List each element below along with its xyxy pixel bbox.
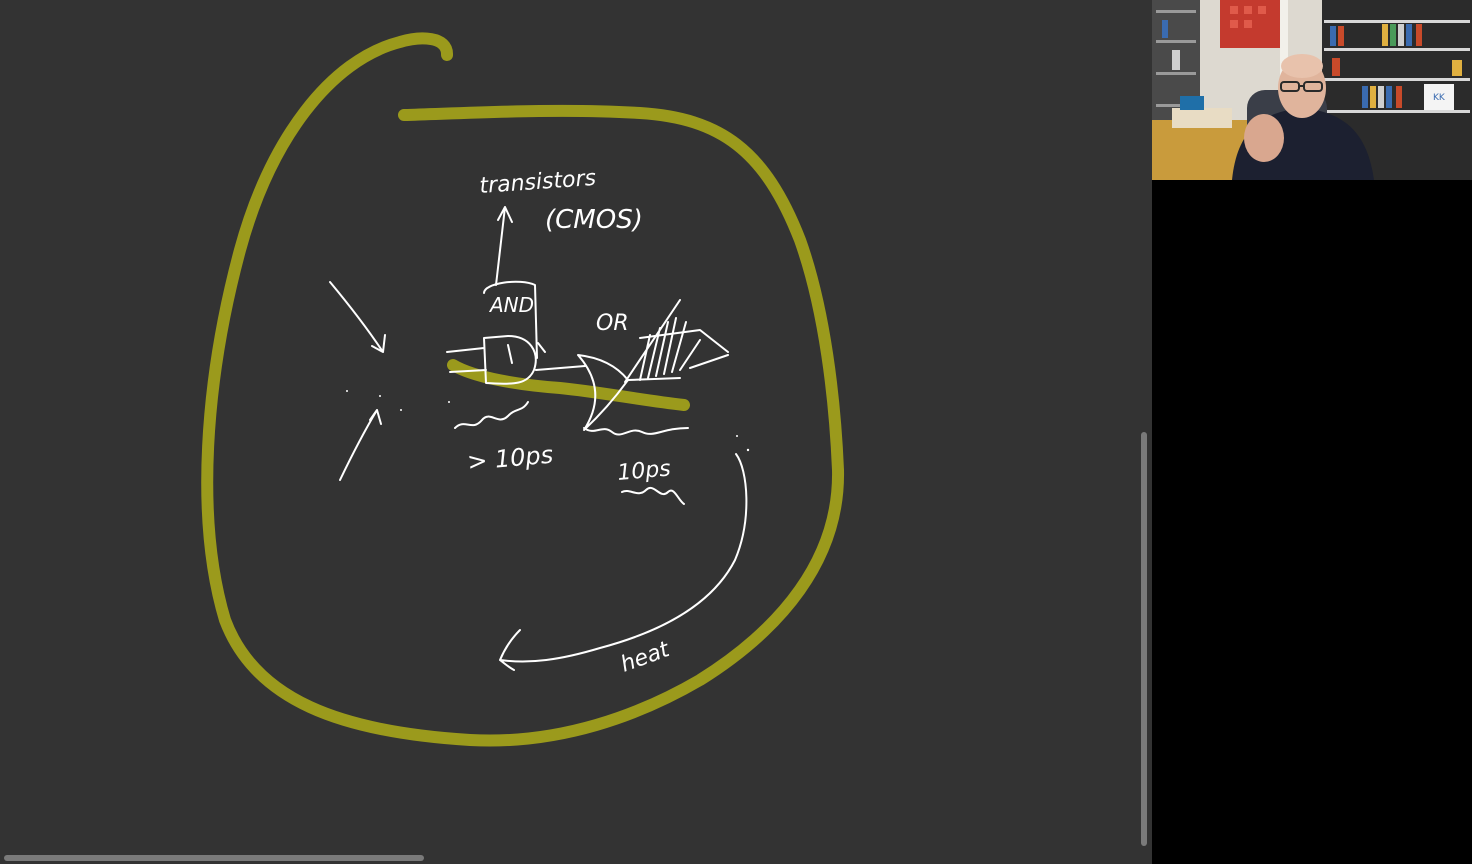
whiteboard-canvas[interactable]: transistors (CMOS) AND OR > 10ps 10ps	[0, 0, 1152, 864]
and-label-box	[483, 280, 538, 359]
and-delay-squiggle	[454, 401, 529, 429]
yellow-highlight-stroke	[447, 359, 690, 411]
heat-arrow-curve	[499, 453, 748, 671]
heat-label: heat	[618, 637, 674, 678]
participant-panel: KK	[1152, 0, 1472, 864]
ink-dot	[736, 435, 738, 437]
and-label: AND	[488, 293, 534, 317]
cmos-label: (CMOS)	[545, 205, 643, 235]
yellow-loop-stroke	[201, 32, 845, 747]
delay-underline-squiggle	[621, 487, 685, 505]
participant-video-tile[interactable]: KK	[1152, 0, 1472, 180]
hatched-signal-mark	[624, 299, 729, 383]
and-delay-label: > 10ps	[466, 441, 554, 476]
arrow-down-left	[329, 281, 386, 353]
horizontal-scrollbar[interactable]	[4, 855, 424, 861]
ink-dot	[448, 401, 450, 403]
or-label: OR	[596, 311, 629, 336]
person-video-feed-icon: KK	[1152, 0, 1472, 180]
or-delay-label: 10ps	[616, 456, 671, 486]
ink-dot	[400, 409, 402, 411]
ink-dot	[379, 395, 381, 397]
arrow-to-transistors	[495, 206, 513, 286]
ink-dot	[746, 448, 750, 452]
whiteboard-drawing: transistors (CMOS) AND OR > 10ps 10ps	[201, 32, 845, 747]
arrow-up-left	[339, 409, 382, 481]
transistors-label: transistors	[479, 166, 597, 199]
sign-label: KK	[1433, 93, 1446, 103]
ink-dot	[346, 390, 348, 392]
vertical-scrollbar[interactable]	[1141, 432, 1147, 846]
or-delay-squiggle	[583, 427, 689, 436]
or-gate-symbol	[577, 354, 681, 431]
and-gate-symbol	[446, 335, 586, 385]
